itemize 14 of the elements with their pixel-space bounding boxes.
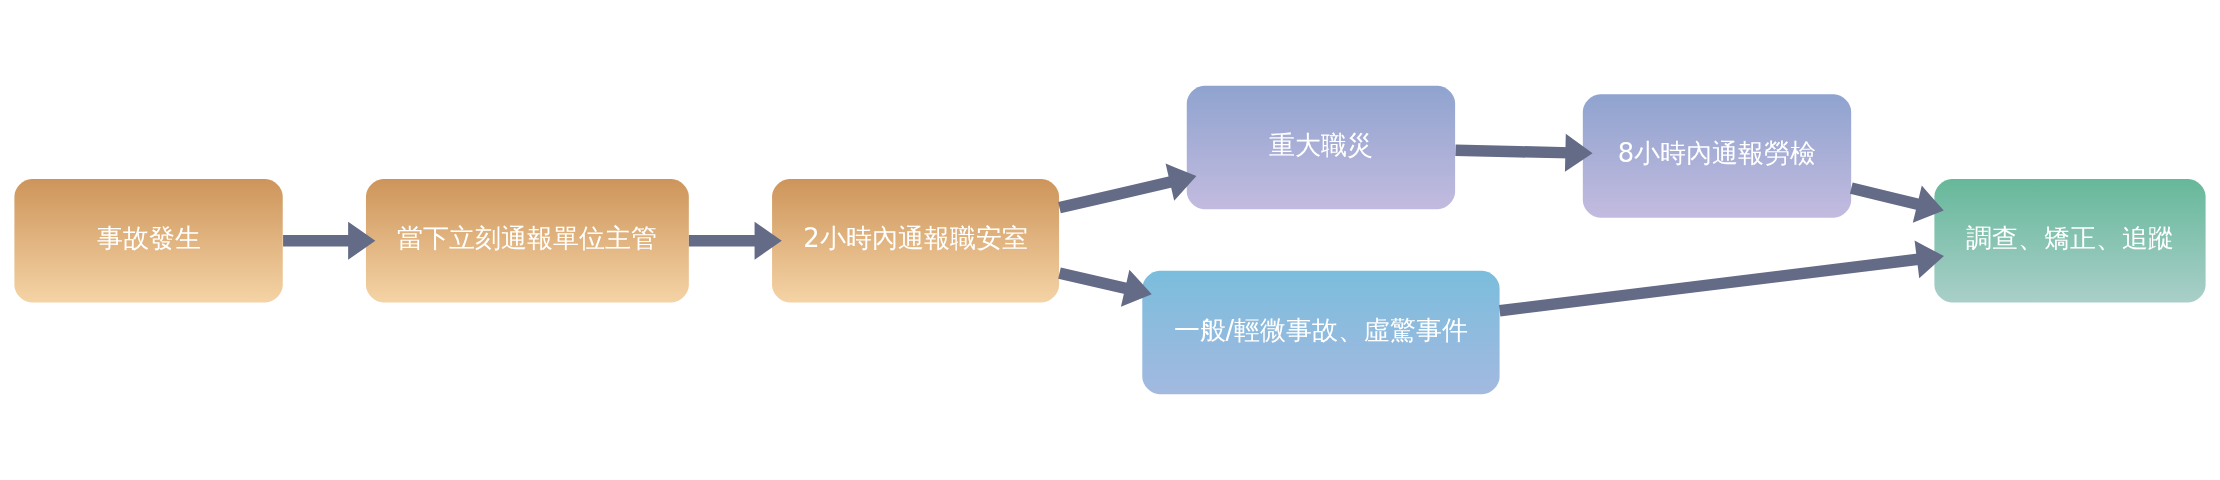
arrow bbox=[1058, 267, 1152, 307]
arrow bbox=[283, 221, 376, 260]
node-box: 重大職災 bbox=[1186, 85, 1456, 210]
node-box: 調查、矯正、追蹤 bbox=[1934, 179, 2206, 303]
node-box: 2小時內通報職安室 bbox=[772, 179, 1060, 303]
node-box: 一般/輕微事故、虛驚事件 bbox=[1142, 270, 1500, 395]
arrow bbox=[688, 221, 782, 260]
node-box: 事故發生 bbox=[14, 179, 283, 303]
arrow bbox=[1498, 240, 1944, 317]
arrow bbox=[1849, 182, 1944, 223]
arrow bbox=[1058, 163, 1197, 214]
arrow bbox=[1455, 133, 1593, 172]
node-box: 當下立刻通報單位主管 bbox=[365, 179, 689, 303]
node-box: 8小時內通報勞檢 bbox=[1582, 94, 1852, 218]
